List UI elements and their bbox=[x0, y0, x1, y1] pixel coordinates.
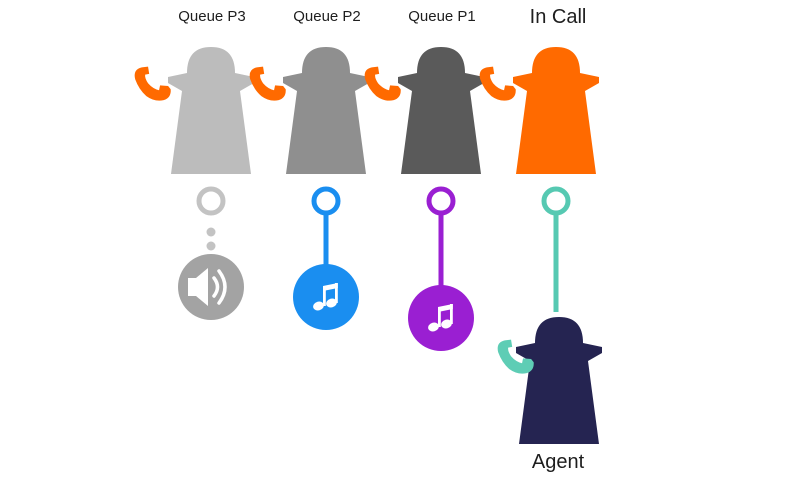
person-queue-p2-icon bbox=[283, 47, 369, 174]
caller-label-queue-p1: Queue P1 bbox=[408, 8, 476, 25]
connector-ring-queue-p2 bbox=[311, 186, 341, 216]
speaker-badge bbox=[178, 254, 244, 320]
sound-wave-large bbox=[217, 269, 227, 305]
agent-person-icon bbox=[516, 317, 602, 444]
agent-label: Agent bbox=[531, 451, 585, 473]
person-queue-p1-icon bbox=[398, 47, 484, 174]
phone-queue-p3-icon bbox=[131, 59, 174, 108]
phone-in-call-icon bbox=[476, 59, 519, 108]
person-in-call-icon bbox=[513, 47, 599, 174]
connector-ring-queue-p3 bbox=[196, 186, 226, 216]
connector-dot-bottom bbox=[206, 241, 216, 251]
caller-label-in-call: In Call bbox=[529, 6, 587, 28]
caller-label-queue-p3: Queue P3 bbox=[178, 8, 246, 25]
connector-dot-top bbox=[206, 227, 216, 237]
speaker-icon bbox=[188, 268, 208, 306]
music-badge-p2 bbox=[293, 264, 359, 330]
person-queue-p3-icon bbox=[168, 47, 254, 174]
music-badge-p1 bbox=[408, 285, 474, 351]
caller-label-queue-p2: Queue P2 bbox=[293, 8, 361, 25]
connector-ring-in-call bbox=[541, 186, 571, 216]
sound-wave-small bbox=[212, 276, 220, 298]
connector-ring-queue-p1 bbox=[426, 186, 456, 216]
phone-queue-p2-icon bbox=[246, 59, 289, 108]
phone-queue-p1-icon bbox=[361, 59, 404, 108]
